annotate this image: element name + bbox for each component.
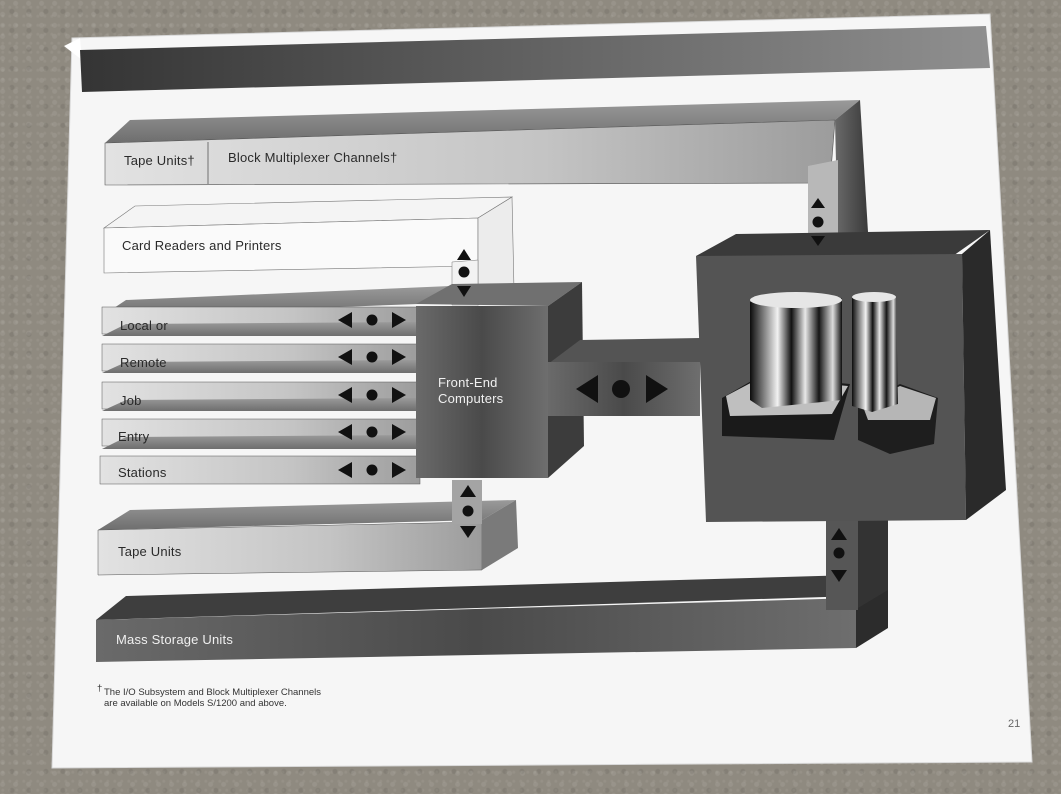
- label-front-end-line1: Front-End: [438, 375, 498, 390]
- front-end-to-mainframe-connector: [548, 338, 700, 416]
- arrow-horizontal-rje-3: [338, 387, 406, 403]
- label-front-end-line2: Computers: [438, 391, 504, 406]
- mass-storage-bar: [96, 500, 888, 662]
- footnote-line2: are available on Models S/1200 and above…: [104, 698, 287, 709]
- rje-bars: [99, 286, 450, 485]
- label-rje-entry: Entry: [118, 429, 150, 444]
- arrow-vertical-tape-units: [460, 485, 476, 538]
- mainframe-block: [696, 230, 1006, 522]
- arrow-vertical-card-readers: [457, 249, 471, 297]
- footnote-line1: The I/O Subsystem and Block Multiplexer …: [104, 687, 321, 698]
- label-mass-storage: Mass Storage Units: [116, 632, 233, 647]
- header-bar: [80, 26, 990, 92]
- label-rje-stations: Stations: [118, 465, 167, 480]
- card-readers-bar: [103, 196, 515, 306]
- label-tape-units-top: Tape Units†: [124, 153, 195, 168]
- arrow-horizontal-rje-4: [338, 424, 406, 440]
- block-multiplexer-bar: [104, 100, 868, 254]
- label-card-readers: Card Readers and Printers: [122, 238, 282, 253]
- supercomputer-image: [722, 292, 938, 454]
- arrow-vertical-block-mux: [811, 198, 825, 246]
- arrow-vertical-mass-storage: [831, 528, 847, 582]
- arrow-horizontal-rje-2: [338, 349, 406, 365]
- arrow-horizontal-mainframe-link: [576, 375, 668, 403]
- label-block-multiplexer: Block Multiplexer Channels†: [228, 150, 397, 165]
- arrow-horizontal-rje-1: [338, 312, 406, 328]
- label-rje-local: Local or: [120, 318, 168, 333]
- label-rje-remote: Remote: [120, 355, 167, 370]
- arrow-horizontal-rje-5: [338, 462, 406, 478]
- footnote-mark: †: [97, 683, 102, 694]
- page-number: 21: [1008, 718, 1020, 730]
- label-rje-job: Job: [120, 393, 142, 408]
- label-tape-units-bottom: Tape Units: [118, 544, 182, 559]
